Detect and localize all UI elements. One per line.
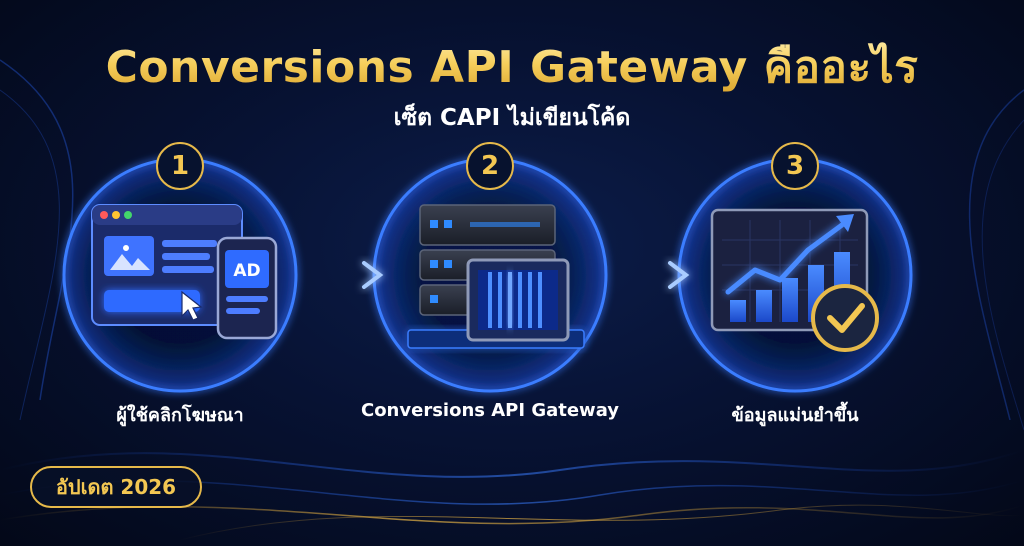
step-1-label: ผู้ใช้คลิกโฆษณา (116, 405, 244, 426)
ad-badge-text: AD (233, 261, 260, 281)
step-2-number: 2 (466, 142, 514, 190)
update-year-badge: อัปเดต 2026 (30, 466, 202, 508)
checkmark-badge-icon (811, 284, 879, 352)
step-3-number: 3 (771, 142, 819, 190)
phone-ad-icon: AD (216, 236, 278, 340)
arrow-2-to-3 (608, 261, 690, 289)
server-rack-icon (407, 204, 585, 349)
page-title: Conversions API Gateway คืออะไร (0, 32, 1024, 102)
step-2-label: Conversions API Gateway (360, 400, 620, 421)
step-3-label: ข้อมูลแม่นยำขึ้น (731, 405, 859, 426)
arrow-1-to-2 (298, 261, 384, 289)
step-1-number: 1 (156, 142, 204, 190)
browser-window-icon (91, 204, 243, 326)
page-subtitle: เซ็ต CAPI ไม่เขียนโค้ด (393, 105, 631, 131)
cursor-icon (181, 290, 203, 321)
